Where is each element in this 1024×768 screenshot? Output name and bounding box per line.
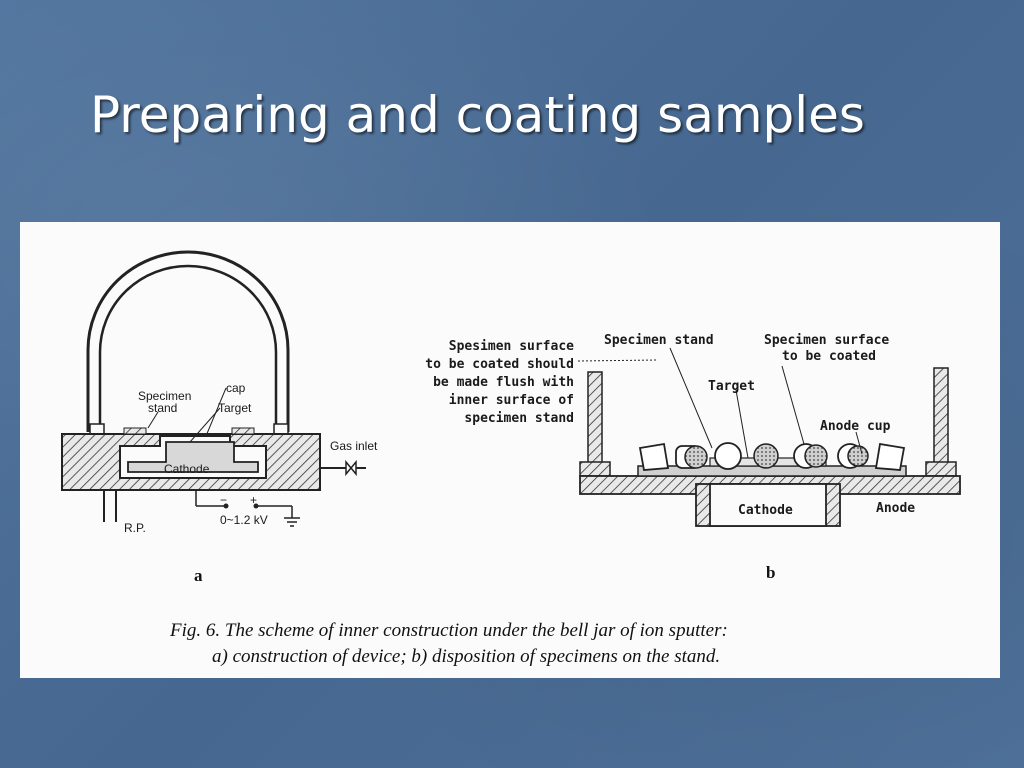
label-minus: − bbox=[220, 493, 227, 507]
panel-letter-b: b bbox=[766, 563, 775, 582]
label-target-b: Target bbox=[708, 379, 755, 394]
base-block bbox=[61, 433, 321, 491]
label-cathode-a: Cathode bbox=[164, 462, 210, 476]
note-line-4: inner surface of bbox=[449, 393, 574, 408]
slide-title: Preparing and coating samples bbox=[90, 86, 865, 144]
label-plus: + bbox=[250, 493, 257, 507]
note-line-5: specimen stand bbox=[464, 411, 574, 426]
cathode-block bbox=[127, 441, 259, 473]
label-target-a: Target bbox=[218, 401, 252, 415]
note-line-2: to be coated should bbox=[425, 357, 574, 372]
diagram-b: Spesimen surface to be coated should be … bbox=[425, 333, 961, 582]
label-rp: R.P. bbox=[124, 521, 146, 535]
figure-diagram: Specimen stand cap Target Cathode Gas in… bbox=[61, 250, 961, 667]
label-specimen-stand-b: Specimen stand bbox=[604, 333, 714, 348]
label-anode: Anode bbox=[876, 501, 915, 516]
label-cathode-b: Cathode bbox=[738, 503, 793, 518]
label-specimen-stand-a-2: stand bbox=[148, 401, 177, 415]
label-gas-inlet: Gas inlet bbox=[330, 439, 378, 453]
figure-panel: Specimen stand cap Target Cathode Gas in… bbox=[20, 222, 1000, 678]
figure-caption-line-1: Fig. 6. The scheme of inner construction… bbox=[169, 620, 728, 641]
figure-caption-line-2: a) construction of device; b) dispositio… bbox=[212, 646, 720, 667]
panel-letter-a: a bbox=[194, 566, 203, 585]
label-specimen-surface-2: to be coated bbox=[782, 349, 876, 364]
bell-jar-outer bbox=[86, 250, 290, 432]
bell-jar-inner bbox=[98, 264, 278, 432]
label-anode-cup: Anode cup bbox=[820, 419, 891, 434]
note-line-3: be made flush with bbox=[433, 375, 574, 390]
specimen-samples bbox=[675, 442, 869, 470]
label-cap: cap bbox=[226, 381, 246, 395]
diagram-a: Specimen stand cap Target Cathode Gas in… bbox=[61, 250, 378, 585]
cathode-b bbox=[709, 483, 827, 527]
note-line-1: Spesimen surface bbox=[449, 339, 574, 354]
label-specimen-surface-1: Specimen surface bbox=[764, 333, 889, 348]
label-specimen-stand-a-1: Specimen bbox=[138, 389, 191, 403]
label-voltage: 0~1.2 kV bbox=[220, 513, 268, 527]
